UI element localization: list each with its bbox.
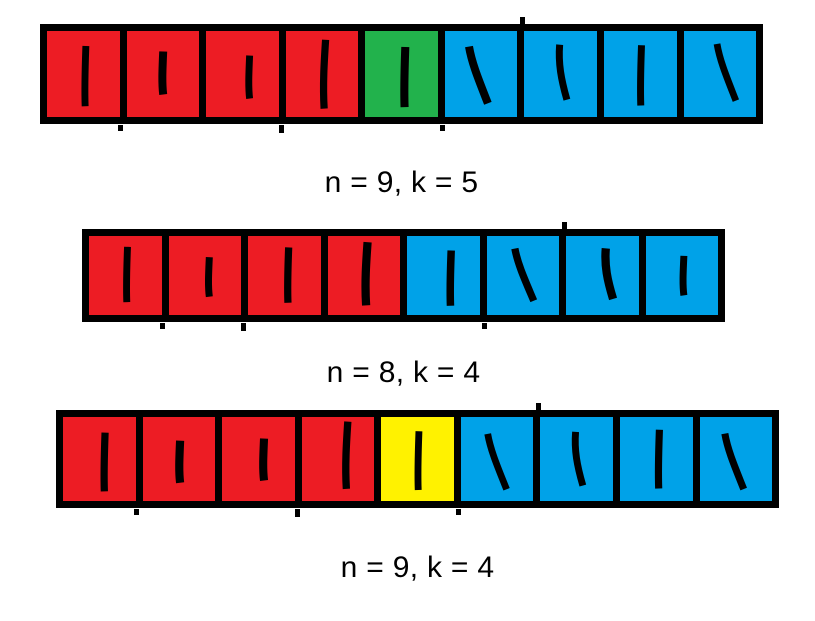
divider-tick-mark: [241, 323, 246, 331]
tally-cell: [603, 31, 684, 117]
tally-mark-icon: [487, 236, 560, 315]
tally-cell: [285, 31, 366, 117]
divider-tick-mark: [279, 125, 284, 133]
tally-mark-icon: [684, 31, 757, 117]
tally-cell: [206, 31, 286, 117]
divider-tick-mark: [456, 509, 461, 515]
tally-mark-icon: [646, 236, 719, 315]
tally-cell: [381, 417, 461, 501]
tally-cell: [301, 417, 382, 501]
divider-tick-mark: [295, 509, 300, 517]
tally-mark-icon: [540, 417, 613, 501]
tally-strip-row-1: [40, 24, 763, 124]
tally-mark-icon: [407, 236, 480, 315]
divider-tick-mark: [520, 17, 525, 25]
tally-cell: [407, 236, 487, 315]
divider-tick-mark: [118, 125, 123, 131]
tally-cell: [460, 417, 541, 501]
divider-tick-mark: [562, 222, 567, 230]
tally-mark-icon: [461, 417, 534, 501]
row-3-caption: n = 9, k = 4: [340, 551, 495, 584]
tally-cell: [365, 31, 445, 117]
tally-mark-icon: [365, 31, 438, 117]
tally-mark-icon: [524, 31, 597, 117]
tally-mark-icon: [89, 236, 162, 315]
tally-cell: [645, 236, 719, 315]
tally-mark-icon: [620, 417, 693, 501]
divider-tick-mark: [160, 323, 165, 329]
tally-cell: [126, 31, 207, 117]
divider-tick-mark: [134, 509, 139, 515]
tally-mark-icon: [47, 31, 120, 117]
tally-strip-row-2: [82, 229, 725, 322]
tally-mark-icon: [127, 31, 200, 117]
divider-tick-mark: [440, 125, 445, 131]
tally-cell: [540, 417, 620, 501]
tally-mark-icon: [143, 417, 216, 501]
row-1-caption: n = 9, k = 5: [324, 166, 479, 199]
tally-mark-icon: [604, 31, 677, 117]
tally-strip-row-3: [56, 410, 779, 508]
tally-cell: [683, 31, 757, 117]
tally-cell: [142, 417, 223, 501]
tally-cell: [327, 236, 407, 315]
tally-cell: [47, 31, 127, 117]
tally-cell: [168, 236, 248, 315]
tally-mark-icon: [169, 236, 242, 315]
divider-tick-mark: [536, 403, 541, 411]
tally-mark-icon: [381, 417, 454, 501]
tally-cell: [619, 417, 700, 501]
tally-cell: [486, 236, 566, 315]
tally-cell: [444, 31, 525, 117]
tally-cell: [89, 236, 169, 315]
tally-cell: [248, 236, 328, 315]
tally-mark-icon: [700, 417, 773, 501]
tally-cell: [699, 417, 773, 501]
tally-mark-icon: [286, 31, 359, 117]
tally-mark-icon: [302, 417, 375, 501]
tally-mark-icon: [328, 236, 401, 315]
tally-cell: [524, 31, 604, 117]
tally-mark-icon: [222, 417, 295, 501]
tally-cell: [63, 417, 143, 501]
tally-mark-icon: [206, 31, 279, 117]
tally-cell: [566, 236, 646, 315]
tally-mark-icon: [566, 236, 639, 315]
tally-cell: [222, 417, 302, 501]
tally-mark-icon: [445, 31, 518, 117]
row-2-caption: n = 8, k = 4: [326, 356, 481, 389]
tally-mark-icon: [248, 236, 321, 315]
divider-tick-mark: [482, 323, 487, 329]
tally-mark-icon: [63, 417, 136, 501]
